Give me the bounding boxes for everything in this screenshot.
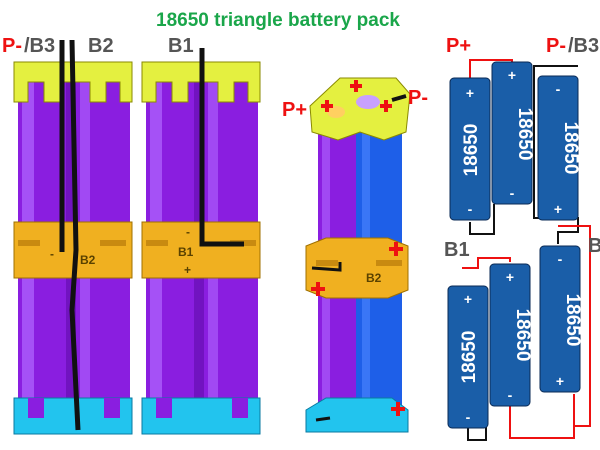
cell-3-label: 18650	[560, 122, 581, 175]
iso-nickel-strip	[305, 237, 409, 299]
schematic: + - 18650 + - 18650 - + 18650 + - 18650 …	[444, 35, 600, 441]
schematic-cell-6: - + 18650	[539, 245, 583, 393]
cell-2-top-sign: +	[508, 67, 516, 83]
schem-label-b1: B1	[444, 239, 470, 261]
iso-label-p-plus: P+	[282, 99, 307, 121]
iso-top-holder	[309, 77, 411, 141]
cell-6-top-sign: -	[558, 251, 563, 267]
strip-plus-mark: +	[184, 263, 191, 277]
label-p-minus: P-	[2, 35, 22, 57]
cell-4-label: 18650	[459, 331, 480, 384]
schematic-cell-4: + - 18650	[447, 285, 489, 429]
iso-strip-b2-mark: B2	[366, 271, 382, 285]
cell-1-bottom-sign: -	[468, 201, 473, 217]
iso-bottom-holder	[305, 397, 409, 433]
wire-p-return	[509, 406, 575, 439]
schematic-cell-3: - + 18650	[537, 75, 581, 221]
front-view-1: - B2 P- /B3 B2	[2, 35, 133, 435]
strip-b1-mark: B1	[178, 245, 194, 259]
strip-minus-mark: -	[186, 225, 190, 239]
wire-b1	[462, 257, 511, 269]
cell-5-top-sign: +	[506, 269, 514, 285]
cell-2-bottom-sign: -	[510, 185, 515, 201]
label-b3: /B3	[24, 35, 55, 57]
label-b2: B2	[88, 35, 114, 57]
cell-5-bottom-sign: -	[508, 387, 513, 403]
strip-minus-mark: -	[50, 247, 54, 261]
cell-1-label: 18650	[461, 124, 482, 177]
schem-label-b2: B	[588, 235, 600, 257]
wire-link-top	[469, 204, 495, 235]
cell-1-top-sign: +	[466, 85, 474, 101]
cell-4-top-sign: +	[464, 291, 472, 307]
schematic-cell-5: + - 18650	[489, 263, 533, 407]
wire-b2	[558, 225, 591, 427]
isometric-view: B2 P+ P-	[282, 77, 428, 433]
cell-3-top-sign: -	[556, 81, 561, 97]
cell-6-label: 18650	[562, 294, 583, 347]
schematic-cell-2: + - 18650	[491, 61, 535, 205]
cell-5-label: 18650	[512, 309, 533, 362]
iso-label-p-minus: P-	[408, 87, 428, 109]
diagram-title: 18650 triangle battery pack	[156, 10, 400, 31]
wire-b3	[69, 39, 81, 431]
schem-label-p-plus: P+	[446, 35, 471, 57]
cell-3-bottom-sign: +	[554, 201, 562, 217]
cell-2-label: 18650	[514, 108, 535, 161]
label-b1: B1	[168, 35, 194, 57]
schem-label-b3: /B3	[568, 35, 599, 57]
cell-6-bottom-sign: +	[556, 373, 564, 389]
front-view-2: - B1 + B1	[141, 35, 261, 435]
wire-b1	[199, 48, 244, 247]
cell-4-bottom-sign: -	[466, 409, 471, 425]
schematic-cell-1: + - 18650	[449, 77, 491, 221]
strip-b2-mark: B2	[80, 253, 96, 267]
schem-label-p-minus: P-	[546, 35, 566, 57]
